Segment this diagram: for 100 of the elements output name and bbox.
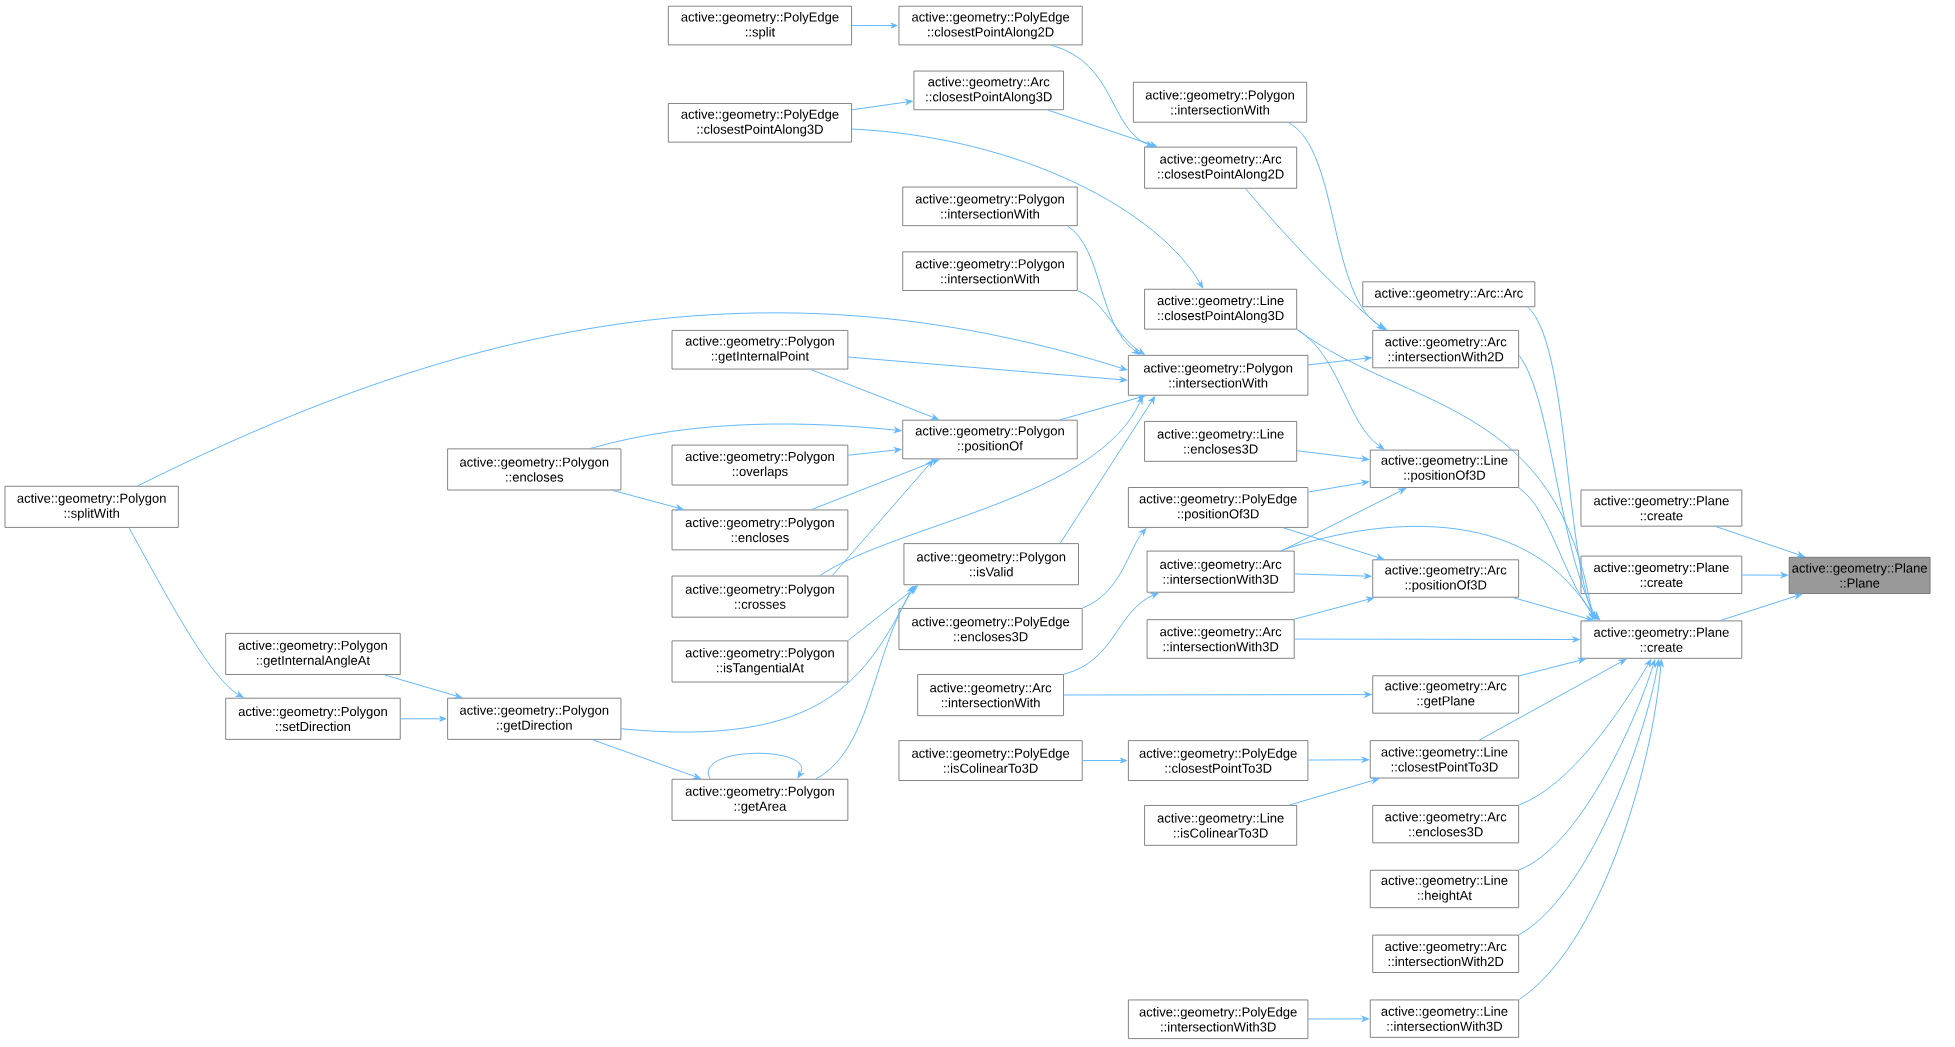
arrow <box>1077 290 1145 355</box>
arrow <box>1518 487 1600 620</box>
arrow <box>592 739 701 779</box>
arrow <box>1294 573 1372 579</box>
function-box: active::geometry::Line ::closestPointAlong3D <box>1144 288 1298 330</box>
arrow <box>1518 659 1664 1000</box>
function-box: active::geometry::Polygon ::getArea <box>671 778 849 821</box>
function-box: active::geometry::Line ::intersectionWith3D <box>1369 999 1520 1038</box>
function-box: active::geometry::PolyEdge ::encloses3D <box>898 607 1083 650</box>
arrow <box>1719 593 1802 621</box>
arrow <box>1280 525 1596 620</box>
arrow <box>1059 394 1146 421</box>
arrow <box>1063 691 1372 698</box>
arrow <box>1082 757 1128 764</box>
function-box: active::geometry::PolyEdge ::split <box>667 5 852 46</box>
arrow <box>1282 527 1384 560</box>
arrow <box>1281 487 1406 552</box>
arrow <box>612 489 684 511</box>
arrow <box>1294 636 1580 643</box>
function-box: active::geometry::PolyEdge ::closestPointAlong3D <box>667 102 852 143</box>
function-box: active::geometry::Polygon ::isTangentialAt <box>671 640 849 683</box>
arrow <box>1296 328 1385 450</box>
function-box: active::geometry::Arc ::intersectionWith <box>917 673 1064 716</box>
arrow <box>1741 572 1788 578</box>
arrow <box>1307 1015 1369 1022</box>
function-box: active::geometry::Polygon ::overlaps <box>671 444 849 486</box>
arrow <box>1307 355 1372 366</box>
arrow <box>589 423 902 449</box>
function-box: active::geometry::PolyEdge ::closestPointAlong2D <box>898 5 1083 46</box>
function-box: active::geometry::Polygon ::positionOf <box>902 419 1078 460</box>
arrow <box>810 368 939 420</box>
function-box: active::geometry::Polygon ::setDirection <box>225 697 401 740</box>
arrow <box>1512 596 1594 622</box>
arrow <box>851 128 1203 288</box>
function-box: active::geometry::Arc ::intersectionWith2D <box>1372 329 1520 369</box>
function-box: active::geometry::Line ::heightAt <box>1369 869 1520 908</box>
arrow <box>815 585 916 780</box>
arrow <box>620 585 914 733</box>
arrow <box>1478 658 1627 741</box>
arrow <box>1047 109 1157 147</box>
function-box: active::geometry::Polygon ::encloses <box>447 448 622 491</box>
function-box: active::geometry::Plane ::create <box>1580 620 1743 659</box>
arrow <box>1715 525 1805 558</box>
arrow <box>384 674 462 699</box>
arrow <box>1289 777 1379 806</box>
arrow <box>400 715 447 722</box>
function-box: active::geometry::Arc ::intersectionWith3D <box>1146 619 1295 659</box>
function-box: active::geometry::Polygon ::splitWith <box>4 485 179 528</box>
arrow <box>1293 596 1374 620</box>
function-box: active::geometry::Arc ::closestPointAlong3D <box>913 70 1064 110</box>
function-box: active::geometry::Line ::closestPointTo3D <box>1369 740 1520 779</box>
arrow <box>851 22 898 29</box>
arrow <box>1518 354 1598 620</box>
function-box: active::geometry::Arc ::intersectionWith3D <box>1146 550 1295 593</box>
function-box: active::geometry::Polygon ::getInternalAngleAt <box>225 632 401 675</box>
function-box: active::geometry::Arc::Arc <box>1362 281 1536 307</box>
function-box: active::geometry::Arc ::intersectionWith2D <box>1372 934 1520 973</box>
arrow <box>847 585 918 641</box>
highlighted-function-box: active::geometry::Plane ::Plane <box>1788 556 1931 594</box>
function-box: active::geometry::Arc ::closestPointAlong2D <box>1144 146 1298 189</box>
arrow <box>1518 659 1661 936</box>
function-box: active::geometry::Line ::isColinearTo3D <box>1144 804 1298 846</box>
arrow <box>1518 659 1656 871</box>
arrow <box>819 396 1143 576</box>
arrow <box>1287 121 1387 330</box>
arrow <box>847 447 902 456</box>
function-box: active::geometry::Polygon ::intersectionWith <box>1132 81 1308 123</box>
arrow <box>1082 528 1147 609</box>
arrow <box>1296 450 1369 462</box>
function-box: active::geometry::PolyEdge ::isColinearTo3D <box>898 740 1083 781</box>
arrow <box>1307 756 1369 763</box>
function-box: active::geometry::Polygon ::isValid <box>903 543 1079 585</box>
function-box: active::geometry::Line ::positionOf3D <box>1369 449 1520 488</box>
function-box: active::geometry::Polygon ::intersectionWith <box>902 186 1078 226</box>
arrow <box>847 356 1128 383</box>
function-box: active::geometry::Polygon ::crosses <box>671 575 849 618</box>
function-box: active::geometry::Polygon ::intersectionWith <box>1128 354 1309 396</box>
function-box: active::geometry::Arc ::encloses3D <box>1372 804 1520 844</box>
function-box: active::geometry::Polygon ::encloses <box>671 509 849 551</box>
arrow <box>128 527 244 698</box>
arrow <box>1518 657 1586 677</box>
function-box: active::geometry::Arc ::getPlane <box>1372 675 1520 714</box>
arrow <box>1518 659 1652 806</box>
function-box: active::geometry::Polygon ::getDirection <box>447 697 622 740</box>
arrow <box>851 99 913 111</box>
arrow <box>1059 396 1156 544</box>
function-box: active::geometry::PolyEdge ::positionOf3D <box>1128 486 1309 528</box>
function-box: active::geometry::Line ::encloses3D <box>1144 420 1298 462</box>
arrow <box>1307 479 1369 493</box>
arrow <box>831 459 934 576</box>
arrow <box>1067 225 1140 355</box>
function-box: active::geometry::Plane ::create <box>1580 555 1743 594</box>
arrow <box>137 312 1128 487</box>
function-box: active::geometry::Plane ::create <box>1580 489 1743 527</box>
function-box: active::geometry::Polygon ::getInternalPoint <box>671 329 849 370</box>
arrow <box>707 752 804 780</box>
arrow <box>1063 592 1159 675</box>
function-box: active::geometry::PolyEdge ::intersectionWith3D <box>1128 999 1309 1039</box>
function-box: active::geometry::Polygon ::intersectionWith <box>902 251 1078 291</box>
function-box: active::geometry::PolyEdge ::closestPointTo3D <box>1128 740 1309 781</box>
